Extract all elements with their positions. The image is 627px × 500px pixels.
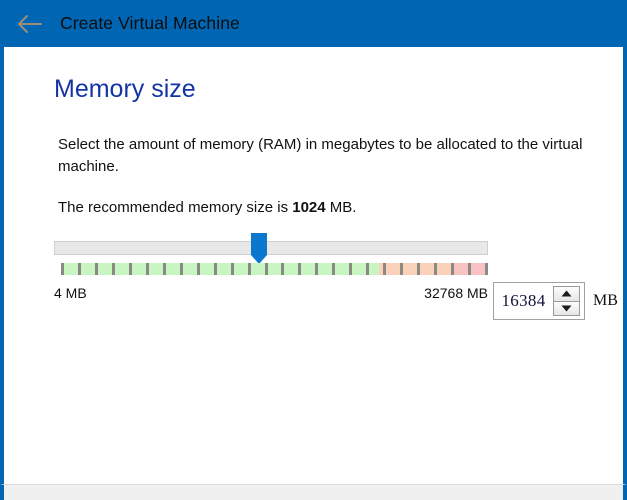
slider-tick xyxy=(298,263,301,275)
back-arrow-icon[interactable] xyxy=(8,0,52,47)
slider-max-label: 32768 MB xyxy=(424,285,488,301)
spinbox-buttons xyxy=(553,286,580,316)
slider-tick xyxy=(281,263,284,275)
slider-tick xyxy=(78,263,81,275)
slider-tick xyxy=(197,263,200,275)
window-titlebar: Create Virtual Machine xyxy=(0,0,627,47)
slider-tick xyxy=(349,263,352,275)
recommended-size-text: The recommended memory size is 1024 MB. xyxy=(58,197,586,219)
recommended-value: 1024 xyxy=(292,199,326,216)
window-footer xyxy=(0,484,627,500)
slider-tick xyxy=(61,263,64,275)
slider-tick xyxy=(248,263,251,275)
slider-tick xyxy=(265,263,268,275)
memory-size-input[interactable]: 16384 xyxy=(501,291,546,310)
triangle-down-icon[interactable] xyxy=(553,301,580,316)
page-title: Memory size xyxy=(54,75,196,103)
wizard-page-body: Memory size Select the amount of memory … xyxy=(0,47,627,484)
slider-tick xyxy=(417,263,420,275)
slider-tick xyxy=(400,263,403,275)
slider-min-label: 4 MB xyxy=(54,285,87,301)
slider-tick xyxy=(315,263,318,275)
slider-tick xyxy=(231,263,234,275)
slider-tick xyxy=(468,263,471,275)
memory-size-slider[interactable]: 4 MB 32768 MB xyxy=(54,233,488,301)
slider-track[interactable] xyxy=(54,241,488,255)
memory-unit-label: MB xyxy=(593,292,618,309)
slider-thumb[interactable] xyxy=(251,233,268,265)
slider-tick xyxy=(485,263,488,275)
triangle-up-icon[interactable] xyxy=(553,286,580,302)
slider-tick xyxy=(214,263,217,275)
slider-tick xyxy=(180,263,183,275)
description-text: Select the amount of memory (RAM) in meg… xyxy=(58,136,583,175)
slider-tick xyxy=(332,263,335,275)
slider-tick xyxy=(112,263,115,275)
slider-tick xyxy=(95,263,98,275)
memory-size-spinbox[interactable]: 16384 xyxy=(493,282,585,320)
recommended-suffix: MB. xyxy=(325,199,357,216)
slider-tick xyxy=(129,263,132,275)
slider-tick xyxy=(383,263,386,275)
slider-tick xyxy=(434,263,437,275)
slider-tick xyxy=(146,263,149,275)
recommended-prefix: The recommended memory size is xyxy=(58,199,293,216)
slider-tick xyxy=(451,263,454,275)
slider-tick xyxy=(163,263,166,275)
slider-tick xyxy=(366,263,369,275)
window-title: Create Virtual Machine xyxy=(60,13,240,33)
slider-tick-bar xyxy=(61,263,488,275)
